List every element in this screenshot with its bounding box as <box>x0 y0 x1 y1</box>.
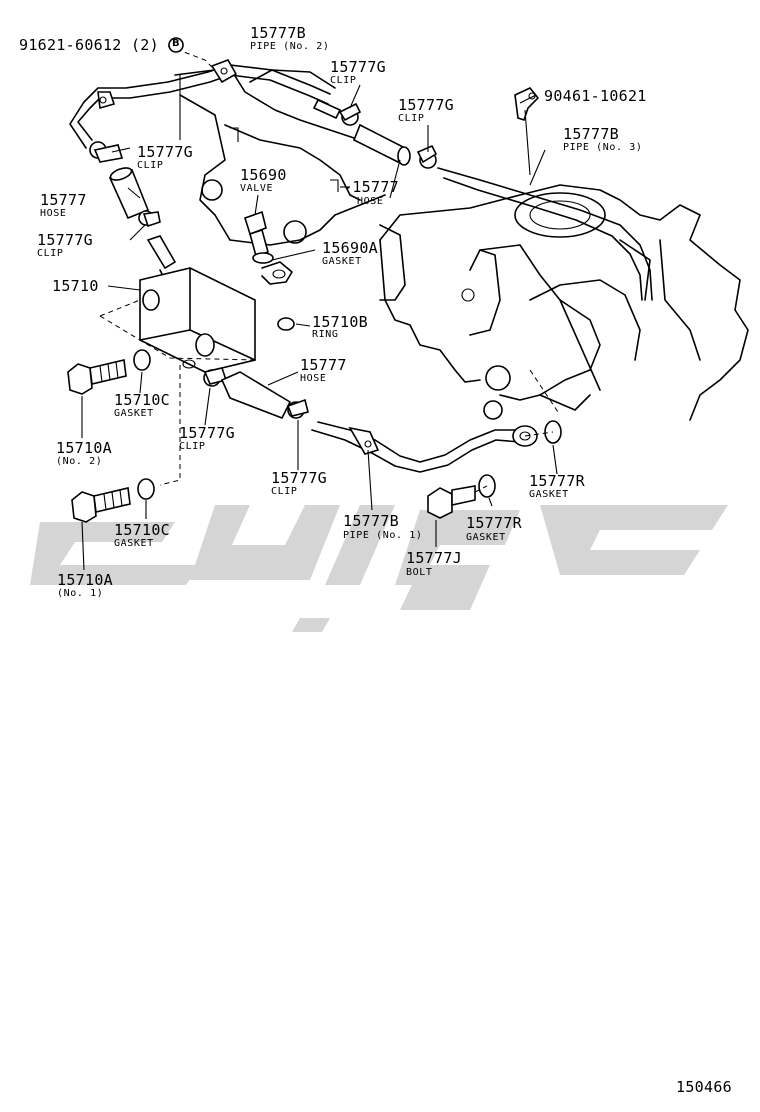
callout-15710c-gasket-b: 15710C <box>114 521 170 539</box>
callout-15777g-clip-b: 15777G <box>398 96 454 114</box>
callout-15777b-pipe-no2-name: PIPE (No. 2) <box>250 41 330 52</box>
gasket-15710c-lower <box>137 478 155 500</box>
callout-15777g-clip-a-name: CLIP <box>330 75 357 86</box>
callout-15710a-no2: 15710A <box>56 439 112 457</box>
callout-15777r-gasket-b: 15777R <box>466 514 522 532</box>
callout-15777j-bolt-name: BOLT <box>406 567 433 578</box>
callout-15777b-pipe-no3: 15777B <box>563 125 619 143</box>
hose-upper <box>312 98 438 169</box>
watermark-logo <box>30 505 728 632</box>
callout-15777g-clip-d: 15777G <box>37 231 93 249</box>
callout-15690a-gasket: 15690A <box>322 239 378 257</box>
callout-15777g-clip-b-name: CLIP <box>398 113 425 124</box>
callout-15777r-gasket-b-name: GASKET <box>466 532 506 543</box>
callout-15777-hose-lower: 15777 <box>300 356 347 374</box>
pipe-no2-drawing <box>69 59 331 149</box>
callout-15710c-gasket-a-name: GASKET <box>114 408 154 419</box>
callout-15777j-bolt: 15777J <box>406 549 462 567</box>
callout-15777g-clip-f-name: CLIP <box>271 486 298 497</box>
diagram-id: 150466 <box>676 1078 732 1096</box>
callout-15777-hose-left-name: HOSE <box>40 208 67 219</box>
callout-15777g-clip-e-name: CLIP <box>179 441 206 452</box>
callout-15777b-pipe-no2: 15777B <box>250 24 306 42</box>
callout-15777g-clip-c: 15777G <box>137 143 193 161</box>
bolt-15777j-drawing <box>427 485 476 519</box>
callout-15777b-pipe-no1: 15777B <box>343 512 399 530</box>
pipe-no3-drawing <box>437 87 653 301</box>
callout-15777b-pipe-no3-name: PIPE (No. 3) <box>563 142 643 153</box>
circled-b-symbol <box>168 37 184 53</box>
ring-drawing <box>277 317 295 331</box>
intake-manifold <box>174 67 406 301</box>
callout-15710a-no1-name: (No. 1) <box>57 588 104 599</box>
pipe-no1-drawing <box>311 421 538 473</box>
callout-15777g-clip-c-name: CLIP <box>137 160 164 171</box>
callout-15710a-no1: 15710A <box>57 571 113 589</box>
callout-15710c-gasket-b-name: GASKET <box>114 538 154 549</box>
callout-15690a-gasket-name: GASKET <box>322 256 362 267</box>
callout-15777g-clip-f: 15777G <box>271 469 327 487</box>
hose-lower <box>203 367 309 420</box>
bolt-15710a-no1-drawing <box>71 487 131 523</box>
hose-left <box>89 141 177 281</box>
leader-lines <box>81 75 558 571</box>
callout-15710c-gasket-a: 15710C <box>114 391 170 409</box>
callout-90461-10621: 90461-10621 <box>544 87 647 105</box>
alignment-lines <box>99 45 561 493</box>
callout-15690-valve-name: VALVE <box>240 183 274 194</box>
callout-15710b-ring: 15710B <box>312 313 368 331</box>
callout-15777b-pipe-no1-name: PIPE (No. 1) <box>343 530 423 541</box>
engine-block <box>379 184 749 421</box>
callout-15710b-ring-name: RING <box>312 329 339 340</box>
circled-b-letter: B <box>172 38 180 49</box>
callout-15777-hose-right-name: HOSE <box>357 196 384 207</box>
cartridge-drawing <box>139 267 256 373</box>
callout-15777-hose-left: 15777 <box>40 191 87 209</box>
gasket-15710c-upper <box>133 349 151 371</box>
callout-15710: 15710 <box>52 277 99 295</box>
callout-15690-valve: 15690 <box>240 166 287 184</box>
callout-15777r-gasket-a-name: GASKET <box>529 489 569 500</box>
callout-15777-hose-right: -15777 <box>343 178 399 196</box>
callout-91621-60612: 91621-60612 (2) <box>19 36 159 54</box>
valve-assembly <box>244 210 293 285</box>
callout-15777g-clip-e: 15777G <box>179 424 235 442</box>
callout-15777-hose-lower-name: HOSE <box>300 373 327 384</box>
callout-15777r-gasket-a: 15777R <box>529 472 585 490</box>
callout-15777g-clip-a: 15777G <box>330 58 386 76</box>
callout-15777g-clip-d-name: CLIP <box>37 248 64 259</box>
bolt-15710a-no2-drawing <box>67 359 127 395</box>
callout-15710a-no2-name: (No. 2) <box>56 456 103 467</box>
